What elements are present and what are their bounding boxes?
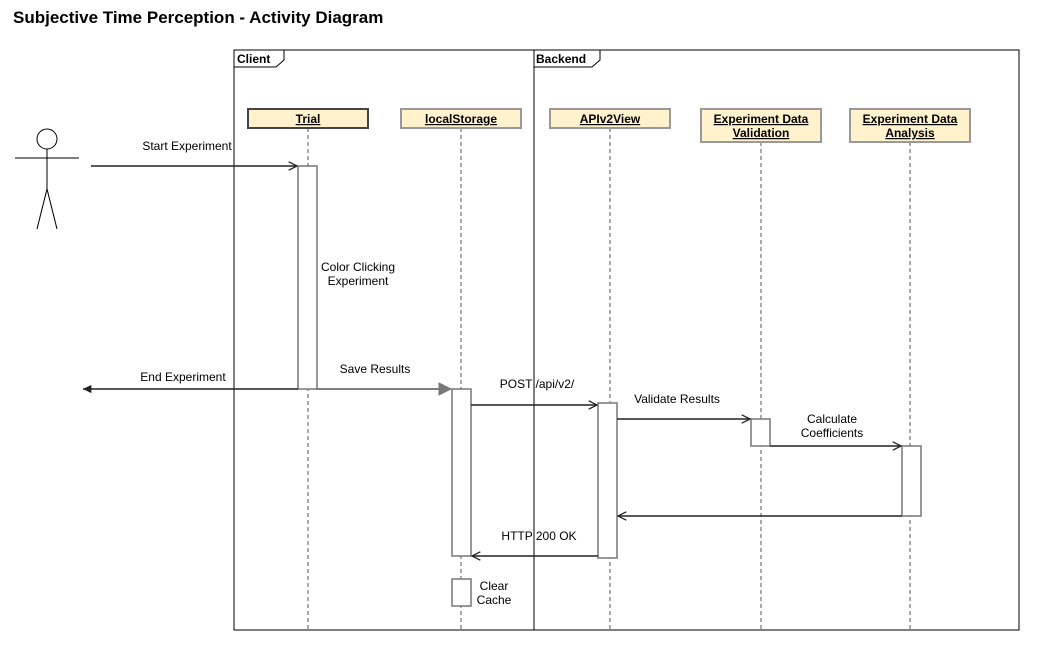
lifeline-validation: Experiment Data Validation: [700, 108, 822, 630]
activation-api-view: [597, 402, 618, 559]
message-save-results: Save Results: [317, 362, 451, 389]
lifeline-api-view-head: [549, 108, 671, 129]
message-post-api-label: POST /api/v2/: [500, 377, 575, 391]
lifeline-analysis-head: [849, 108, 971, 143]
note-color-clicking-line-1: Color Clicking: [321, 260, 395, 274]
client-lane-label: Client: [237, 52, 270, 66]
message-end-experiment: End Experiment: [83, 370, 298, 394]
message-start-experiment: Start Experiment: [91, 139, 297, 166]
message-start-experiment-label: Start Experiment: [142, 139, 232, 153]
message-validate-results: Validate Results: [617, 392, 750, 419]
note-clear-cache-line-1: Clear: [480, 579, 509, 593]
diagram-title: Subjective Time Perception - Activity Di…: [13, 8, 383, 27]
backend-lane-label: Backend: [536, 52, 586, 66]
message-end-experiment-label: End Experiment: [140, 370, 226, 384]
lifeline-local-storage-label: localStorage: [425, 112, 497, 126]
message-post-api: POST /api/v2/: [471, 377, 597, 405]
backend-lane: Backend: [533, 49, 1020, 631]
message-validate-results-label: Validate Results: [634, 392, 720, 406]
lifeline-trial-label: Trial: [296, 112, 321, 126]
lifeline-validation-label-line-2: Validation: [733, 126, 790, 140]
lifeline-analysis-label-line-1: Experiment Data: [863, 112, 958, 126]
lifeline-validation-head: [700, 108, 822, 143]
message-save-results-label: Save Results: [340, 362, 411, 376]
activation-clear-cache: [451, 578, 472, 607]
lifeline-trial: Trial: [247, 108, 369, 630]
note-clear-cache-line-2: Cache: [477, 593, 512, 607]
message-http-ok-label: HTTP 200 OK: [501, 529, 576, 543]
activation-analysis: [901, 445, 922, 517]
lifeline-api-view-label: APIv2View: [580, 112, 641, 126]
activation-local-storage: [451, 388, 472, 557]
activation-trial: [297, 165, 318, 390]
lifeline-local-storage-head: [400, 108, 522, 129]
lifeline-analysis: Experiment Data Analysis: [849, 108, 971, 630]
lifeline-trial-head: [247, 108, 369, 129]
message-calculate-coefficients-label-line-1: Calculate: [807, 412, 857, 426]
lifeline-analysis-label-line-2: Analysis: [885, 126, 935, 140]
message-calculate-coefficients: Calculate Coefficients: [770, 412, 901, 446]
activation-validation: [750, 418, 771, 447]
note-color-clicking-line-2: Experiment: [328, 274, 389, 288]
actor-stick-figure-icon: [15, 128, 79, 230]
message-calculate-coefficients-label-line-2: Coefficients: [801, 426, 863, 440]
client-lane: Client: [233, 49, 535, 631]
message-http-ok: HTTP 200 OK: [472, 529, 598, 556]
lifeline-local-storage: localStorage: [400, 108, 522, 630]
lifeline-validation-label-line-1: Experiment Data: [714, 112, 809, 126]
lifeline-api-view: APIv2View: [549, 108, 671, 630]
